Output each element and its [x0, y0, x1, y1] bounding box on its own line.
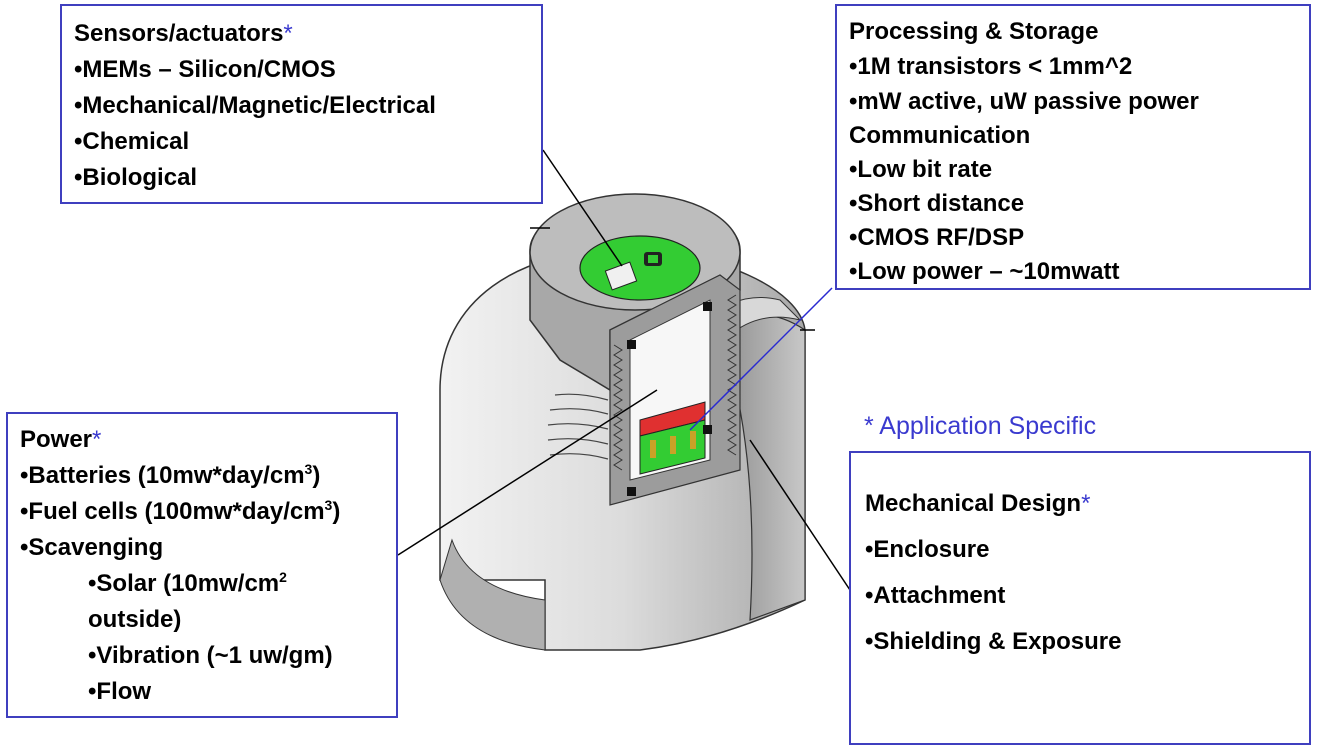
batteries-text: •Batteries (10mw*day/cm: [20, 462, 305, 489]
power-solar-line2: outside): [88, 606, 182, 633]
communication-item: •Low power – ~10mwatt: [849, 258, 1120, 285]
mechanical-item: •Attachment: [865, 582, 1006, 609]
fuel-sup: 3: [324, 497, 333, 513]
power-scavenging: •Scavenging: [20, 534, 164, 561]
fuel-close: ): [332, 498, 341, 525]
power-title: Power*: [20, 422, 396, 458]
fuel-text: •Fuel cells (100mw*day/cm: [20, 498, 325, 525]
mechanical-design-box: Mechanical Design* •Enclosure •Attachmen…: [849, 451, 1311, 745]
batteries-close: ): [312, 462, 321, 489]
power-batteries: •Batteries (10mw*day/cm3): [20, 458, 396, 494]
batteries-sup: 3: [304, 461, 313, 477]
sensors-item: •Mechanical/Magnetic/Electrical: [74, 92, 436, 119]
application-specific-note: * Application Specific: [864, 412, 1097, 440]
top-cap: [529, 193, 741, 392]
power-vibration: •Vibration (~1 uw/gm): [88, 642, 333, 669]
solar-sup: 2: [279, 569, 287, 585]
inner-column: [609, 274, 741, 506]
sensors-title: Sensors/actuators*: [74, 16, 541, 52]
power-star: *: [92, 426, 102, 453]
callout-lines: [397, 149, 851, 591]
power-flow: •Flow: [88, 678, 152, 705]
power-title-text: Power: [20, 426, 93, 453]
mechanical-title: Mechanical Design*: [865, 481, 1309, 527]
processing-item: •mW active, uW passive power: [849, 88, 1199, 115]
mechanical-item: •Enclosure: [865, 536, 990, 563]
processing-communication-box: Processing & Storage •1M transistors < 1…: [835, 4, 1311, 290]
sensors-item: •Chemical: [74, 128, 190, 155]
sensors-actuators-box: Sensors/actuators* •MEMs – Silicon/CMOS …: [60, 4, 543, 204]
processing-item: •1M transistors < 1mm^2: [849, 53, 1133, 80]
sensors-item: •Biological: [74, 164, 198, 191]
communication-title: Communication: [849, 122, 1031, 149]
mechanical-star: *: [1081, 490, 1091, 517]
sensors-star: *: [283, 20, 293, 47]
sensors-title-text: Sensors/actuators: [74, 20, 284, 47]
processing-title: Processing & Storage: [849, 18, 1099, 45]
power-fuel-cells: •Fuel cells (100mw*day/cm3): [20, 494, 396, 530]
mechanical-title-text: Mechanical Design: [865, 490, 1082, 517]
power-solar: •Solar (10mw/cm2: [20, 566, 396, 602]
sensors-item: •MEMs – Silicon/CMOS: [74, 56, 336, 83]
mechanical-item: •Shielding & Exposure: [865, 628, 1122, 655]
communication-item: •CMOS RF/DSP: [849, 224, 1025, 251]
communication-item: •Short distance: [849, 190, 1025, 217]
power-box: Power* •Batteries (10mw*day/cm3) •Fuel c…: [6, 412, 398, 718]
communication-item: •Low bit rate: [849, 156, 993, 183]
solar-text: •Solar (10mw/cm: [88, 570, 280, 597]
